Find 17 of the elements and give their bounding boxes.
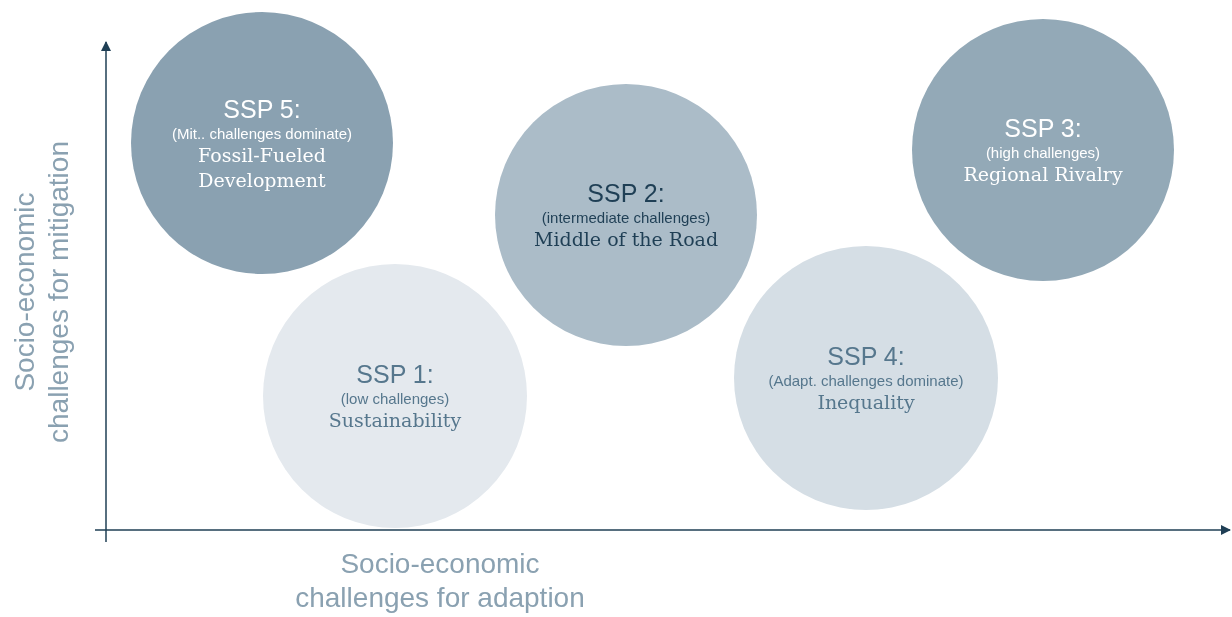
challenge-level: (low challenges) — [340, 389, 450, 408]
scenario-number: SSP 4: — [827, 341, 905, 371]
challenge-level: (intermediate challenges) — [541, 208, 711, 227]
scenario-name: Inequality — [817, 390, 915, 415]
challenge-level: (Mit.. challenges dominate) — [171, 123, 353, 143]
challenge-level: (high challenges) — [985, 143, 1101, 162]
scenario-name: Regional Rivalry — [963, 162, 1123, 187]
y-axis-label: Socio-economic challenges for mitigation — [8, 140, 75, 445]
scenario-number: SSP 5: — [223, 93, 301, 124]
scenario-name: Middle of the Road — [533, 227, 719, 252]
scenario-name: Fossil-Fueled Development — [197, 142, 327, 193]
scenario-name: Sustainability — [328, 408, 462, 433]
x-axis-label: Socio-economic challenges for adaption — [294, 547, 586, 615]
scenario-number: SSP 2: — [587, 178, 665, 208]
scenario-number: SSP 3: — [1004, 113, 1082, 143]
scenario-number: SSP 1: — [356, 359, 434, 389]
challenge-level: (Adapt. challenges dominate) — [768, 371, 964, 390]
